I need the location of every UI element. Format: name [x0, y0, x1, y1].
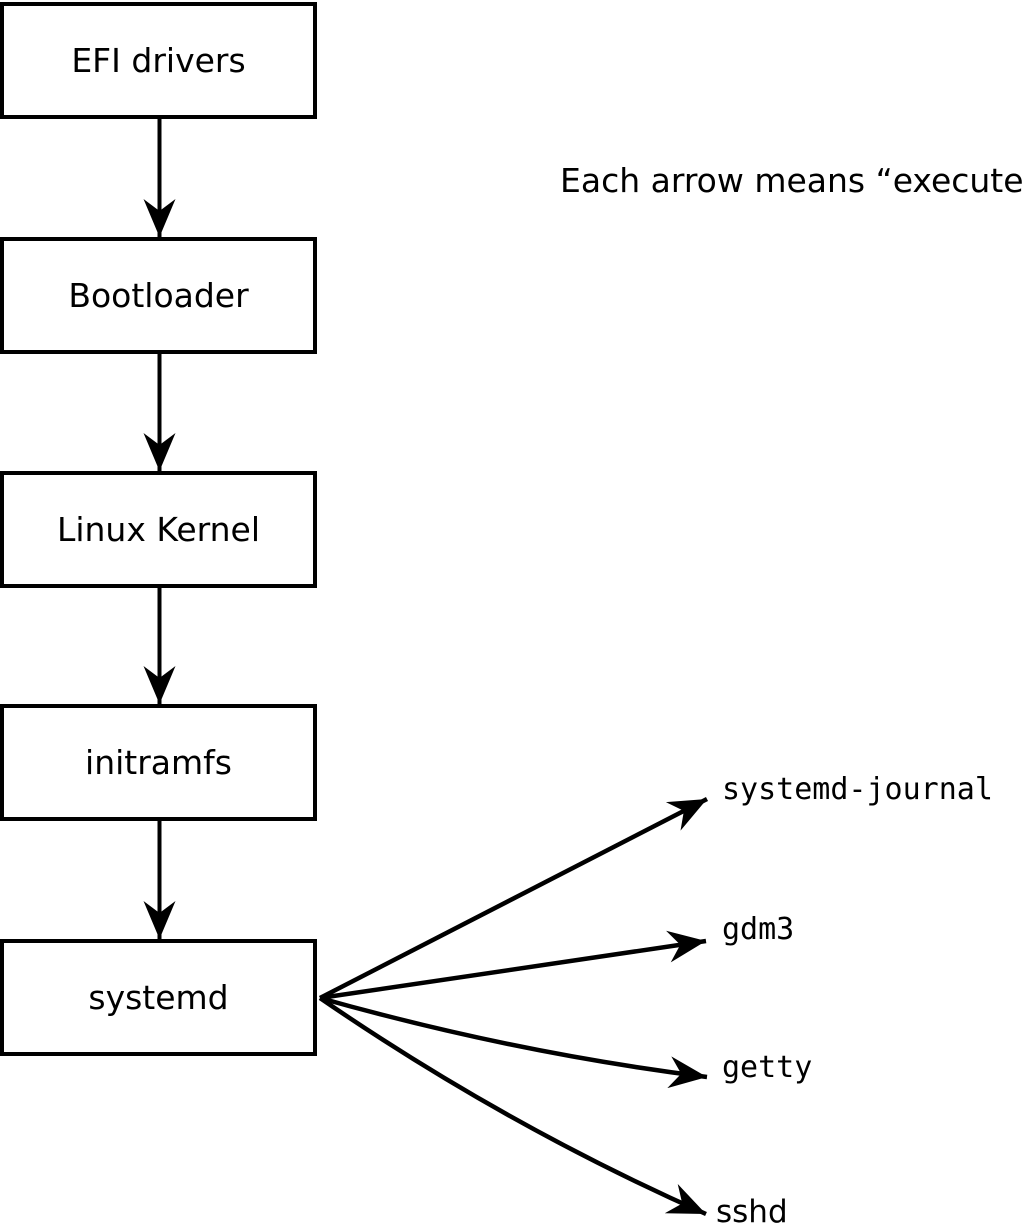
box-efi-drivers: EFI drivers [0, 2, 317, 119]
box-systemd-label: systemd [88, 978, 229, 1017]
box-efi-drivers-label: EFI drivers [71, 41, 246, 80]
service-label-getty: getty [722, 1050, 813, 1085]
box-initramfs-label: initramfs [85, 743, 232, 782]
box-linux-kernel-label: Linux Kernel [56, 510, 261, 549]
service-label-systemd-journal: systemd-journal [722, 772, 993, 807]
box-linux-kernel: Linux Kernel [0, 471, 317, 588]
arrow-meaning-note: Each arrow means “executes”. [560, 161, 1023, 200]
arrow-systemd-to-getty [319, 995, 708, 1089]
box-bootloader: Bootloader [0, 237, 317, 354]
box-bootloader-label: Bootloader [68, 276, 249, 315]
arrow-systemd-to-journal [318, 796, 709, 1001]
service-label-gdm3: gdm3 [722, 912, 795, 947]
arrow-systemd-to-sshd [318, 996, 707, 1217]
service-label-sshd: sshd [716, 1194, 788, 1230]
box-systemd: systemd [0, 939, 317, 1056]
arrow-systemd-to-gdm3 [319, 930, 707, 1001]
box-initramfs: initramfs [0, 704, 317, 821]
